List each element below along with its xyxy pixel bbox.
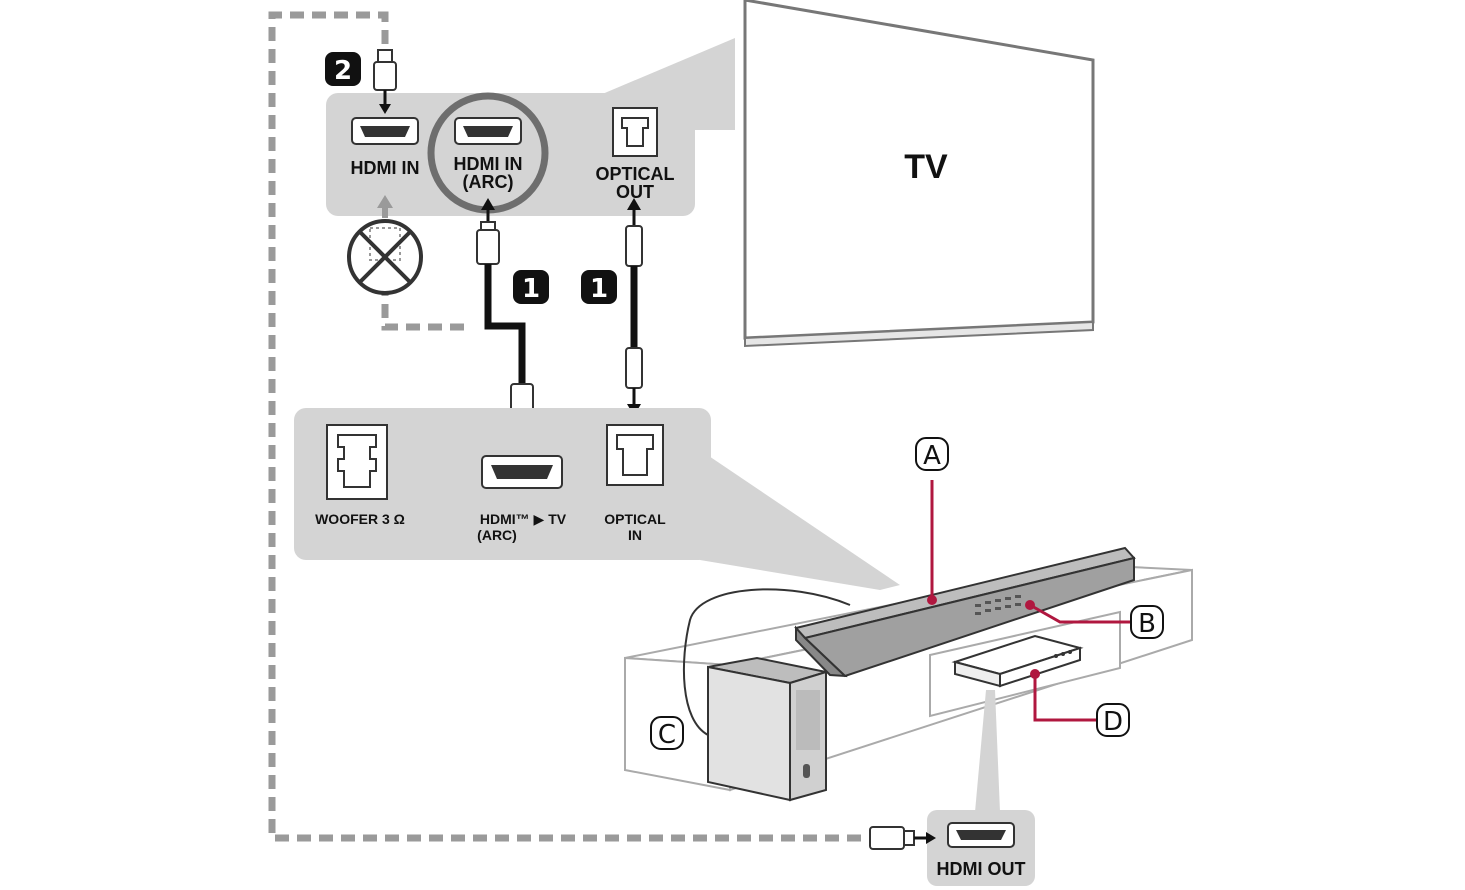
soundbar-optical-in-label-1: OPTICAL bbox=[604, 511, 666, 527]
subwoofer bbox=[707, 656, 827, 802]
callout-d: D bbox=[1096, 703, 1130, 737]
optical-cable bbox=[625, 198, 643, 416]
dashed-hdmi-path bbox=[268, 11, 865, 842]
step1-badge-hdmi: 1 bbox=[513, 270, 549, 304]
step1-number-hdmi: 1 bbox=[522, 274, 540, 304]
woofer-port: WOOFER 3 Ω bbox=[315, 424, 405, 527]
tv-hdmi-in-arc-label-1: HDMI IN bbox=[454, 154, 523, 174]
tv-hdmi-in-arc-label-2: (ARC) bbox=[463, 172, 514, 192]
soundbar-hdmi-arc-label-2: (ARC) bbox=[477, 527, 517, 543]
callout-a: A bbox=[915, 437, 949, 471]
tv-label: TV bbox=[904, 148, 948, 186]
source-zoom-wedge bbox=[975, 690, 1000, 812]
callout-dot-a bbox=[927, 595, 937, 605]
callout-b-label: B bbox=[1138, 609, 1156, 639]
woofer-label: WOOFER 3 Ω bbox=[315, 511, 405, 527]
step1-number-optical: 1 bbox=[590, 274, 608, 304]
soundbar-hdmi-arc-port: HDMI™ ▶ TV (ARC) bbox=[477, 455, 567, 543]
soundbar-hdmi-arc-label-1: HDMI™ ▶ TV bbox=[480, 511, 567, 527]
source-device bbox=[951, 634, 1084, 688]
callout-dot-d bbox=[1030, 669, 1040, 679]
soundbar-optical-in-label-2: IN bbox=[628, 527, 642, 543]
step2-hdmi-plug bbox=[373, 49, 397, 114]
step1-badge-optical: 1 bbox=[581, 270, 617, 304]
tv-optical-out-port: OPTICAL OUT bbox=[596, 107, 675, 202]
tv-hdmi-in-arc-port: HDMI IN (ARC) bbox=[427, 92, 549, 214]
step2-number: 2 bbox=[334, 56, 352, 86]
step2-badge: 2 bbox=[325, 52, 361, 86]
source-hdmi-plug bbox=[869, 826, 936, 850]
callout-c-label: C bbox=[658, 720, 676, 750]
callout-b: B bbox=[1130, 605, 1164, 639]
callout-d-label: D bbox=[1103, 707, 1123, 737]
source-hdmi-out-label: HDMI OUT bbox=[937, 859, 1026, 879]
tv: TV bbox=[743, 0, 1095, 348]
callout-c: C bbox=[650, 716, 684, 750]
callout-a-label: A bbox=[923, 441, 941, 471]
prohibited-icon bbox=[347, 219, 423, 295]
source-hdmi-out-port: HDMI OUT bbox=[937, 822, 1026, 879]
tv-hdmi-in-label: HDMI IN bbox=[351, 158, 420, 178]
soundbar-zoom-wedge bbox=[700, 450, 900, 590]
callout-lines bbox=[930, 480, 1130, 722]
soundbar bbox=[794, 546, 1136, 678]
tv-hdmi-in-port: HDMI IN bbox=[351, 117, 420, 178]
callout-dot-b bbox=[1025, 600, 1035, 610]
tv-optical-out-label-2: OUT bbox=[616, 182, 654, 202]
tv-optical-out-label-1: OPTICAL bbox=[596, 164, 675, 184]
subwoofer-cable bbox=[683, 588, 851, 736]
soundbar-optical-in-port: OPTICAL IN bbox=[604, 424, 666, 543]
